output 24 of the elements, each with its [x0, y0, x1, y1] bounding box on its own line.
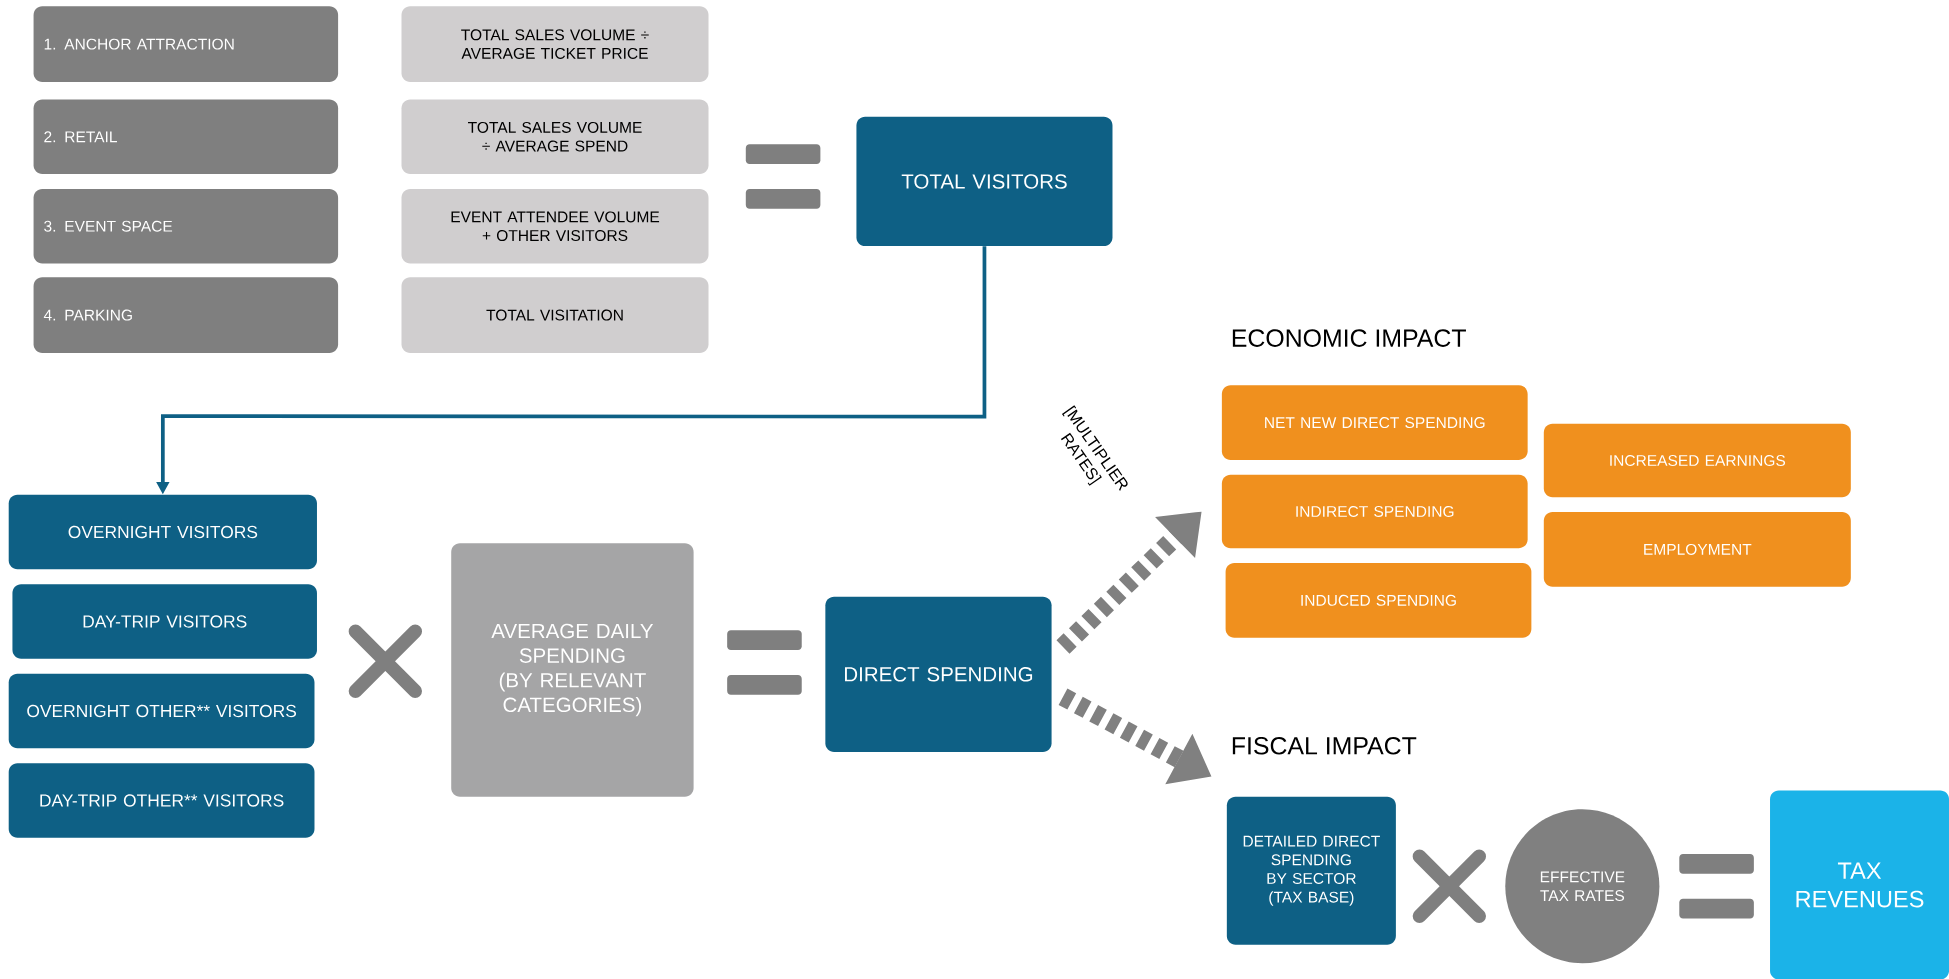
category-box: 4. PARKING	[33, 276, 339, 353]
spending-box: AVERAGE DAILY SPENDING (BY RELEVANT CATEGORIES)	[451, 542, 694, 797]
result-box: DIRECT SPENDING	[825, 596, 1052, 752]
category-box: 3. EVENT SPACE	[33, 188, 339, 264]
tax-base-box: DETAILED DIRECT SPENDING BY SECTOR (TAX BASE)	[1226, 796, 1396, 945]
result-box: TOTAL VISITORS	[856, 116, 1113, 246]
impact-box: NET NEW DIRECT SPENDING	[1221, 385, 1528, 460]
section-heading: FISCAL IMPACT	[1232, 736, 1417, 755]
impact-box: EMPLOYMENT	[1543, 511, 1851, 587]
formula-box: TOTAL SALES VOLUME ÷ AVERAGE TICKET PRICE	[401, 5, 709, 82]
category-box: 1. ANCHOR ATTRACTION	[33, 5, 339, 82]
visitor-box: OVERNIGHT VISITORS	[8, 494, 317, 570]
visitor-box: DAY-TRIP OTHER** VISITORS	[8, 762, 315, 838]
visitor-box: OVERNIGHT OTHER** VISITORS	[8, 673, 315, 749]
formula-box: TOTAL VISITATION	[401, 276, 709, 353]
formula-box: EVENT ATTENDEE VOLUME + OTHER VISITORS	[401, 188, 709, 264]
formula-box: TOTAL SALES VOLUME ÷ AVERAGE SPEND	[401, 99, 709, 174]
impact-box: INCREASED EARNINGS	[1543, 423, 1851, 497]
visitor-box: DAY-TRIP VISITORS	[12, 583, 317, 659]
category-box: 2. RETAIL	[33, 99, 339, 174]
section-heading: ECONOMIC IMPACT	[1232, 329, 1466, 347]
impact-box: INDUCED SPENDING	[1225, 562, 1532, 638]
impact-box: INDIRECT SPENDING	[1221, 474, 1528, 548]
revenue-box: TAX REVENUES	[1770, 790, 1949, 979]
